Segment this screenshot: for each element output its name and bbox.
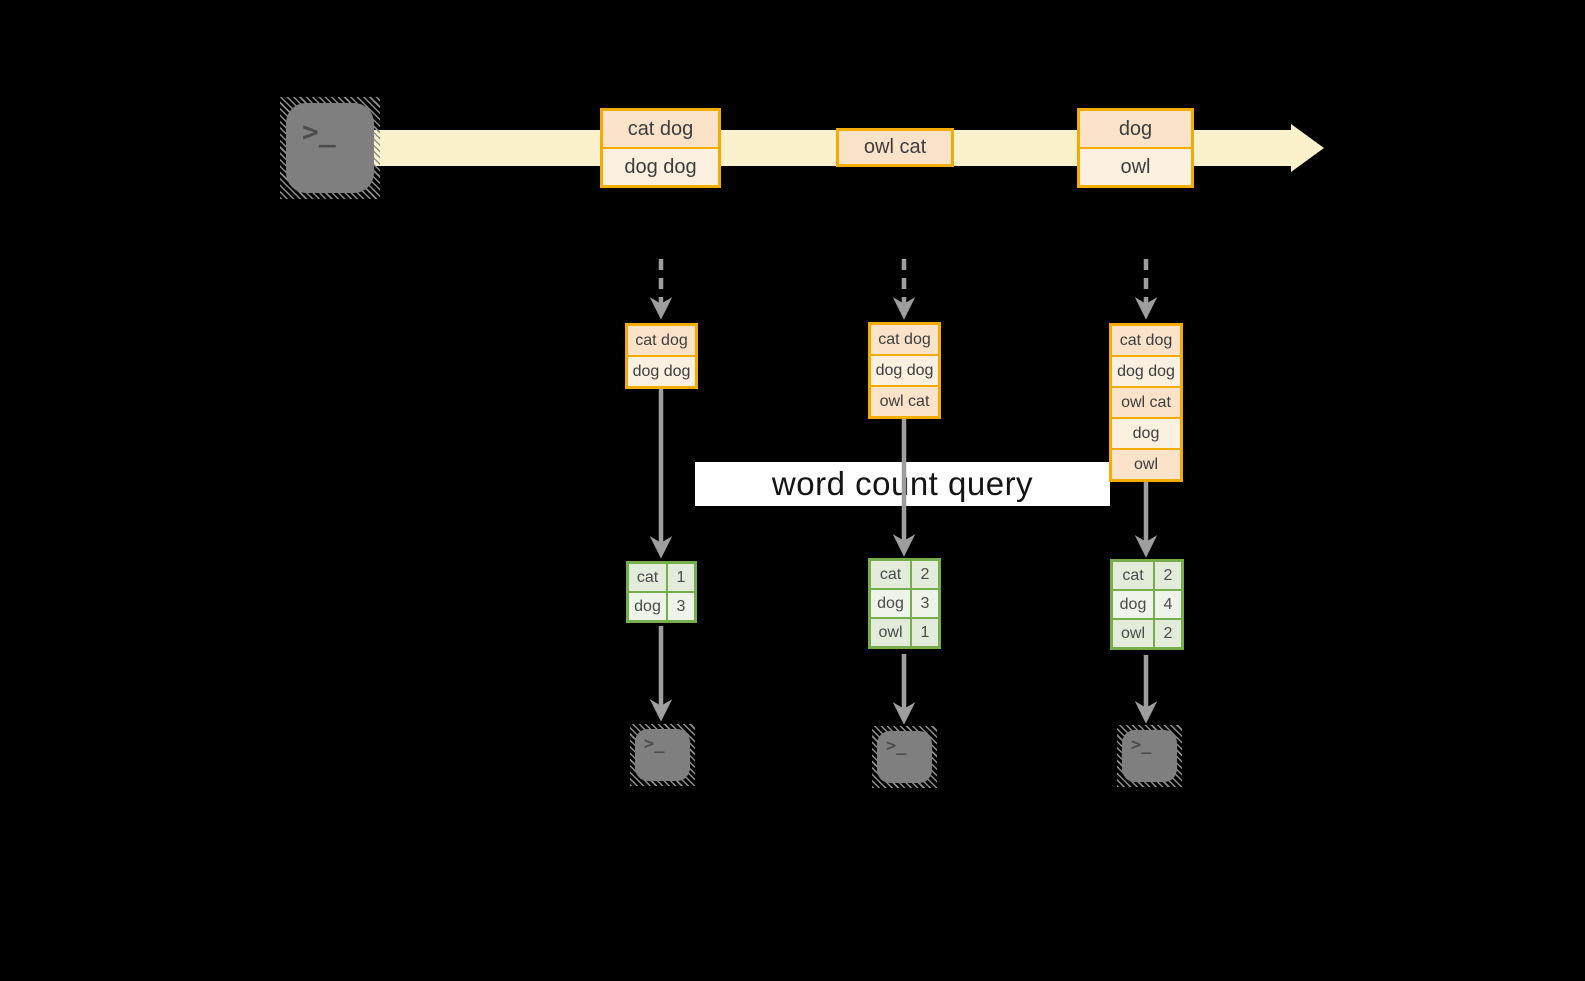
- word-cell: dog: [1113, 591, 1153, 618]
- stream-event-box-3: dog owl: [1077, 108, 1194, 188]
- output-terminal-icon-3: >_: [1117, 725, 1182, 787]
- state-box-2: cat dog dog dog owl cat: [868, 322, 941, 419]
- stream-event-line: owl cat: [839, 131, 951, 164]
- state-box-3: cat dog dog dog owl cat dog owl: [1109, 323, 1183, 482]
- terminal-prompt-icon: >_: [886, 736, 907, 756]
- state-line: dog dog: [628, 355, 695, 386]
- word-cell: dog: [629, 593, 666, 620]
- count-cell: 3: [668, 593, 694, 620]
- state-line: cat dog: [628, 326, 695, 355]
- word-cell: cat: [629, 564, 666, 591]
- terminal-face: >_: [286, 103, 374, 193]
- stream-event-line: dog: [1080, 111, 1191, 147]
- word-cell: dog: [871, 590, 910, 617]
- terminal-prompt-icon: >_: [644, 734, 665, 754]
- output-terminal-icon-1: >_: [630, 724, 695, 786]
- count-cell: 2: [912, 561, 938, 588]
- terminal-prompt-icon: >_: [302, 115, 336, 148]
- state-line: dog dog: [871, 354, 938, 385]
- word-count-table-2: cat 2 dog 3 owl 1: [868, 558, 941, 649]
- state-box-1: cat dog dog dog: [625, 323, 698, 389]
- count-cell: 3: [912, 590, 938, 617]
- word-count-table-1: cat 1 dog 3: [626, 561, 697, 623]
- terminal-face: >_: [1122, 730, 1177, 782]
- stream-event-box-2: owl cat: [836, 128, 954, 167]
- stream-arrowhead-icon: [1291, 124, 1324, 172]
- state-line: owl: [1112, 448, 1180, 479]
- state-line: cat dog: [871, 325, 938, 354]
- count-cell: 2: [1155, 620, 1181, 647]
- state-line: dog: [1112, 417, 1180, 448]
- count-cell: 4: [1155, 591, 1181, 618]
- word-cell: cat: [1113, 562, 1153, 589]
- word-cell: owl: [1113, 620, 1153, 647]
- state-line: owl cat: [871, 385, 938, 416]
- output-terminal-icon-2: >_: [872, 726, 937, 788]
- stream-event-line: owl: [1080, 147, 1191, 185]
- word-cell: owl: [871, 619, 910, 646]
- terminal-face: >_: [877, 731, 932, 783]
- state-line: owl cat: [1112, 386, 1180, 417]
- terminal-prompt-icon: >_: [1131, 735, 1152, 755]
- count-cell: 2: [1155, 562, 1181, 589]
- state-line: cat dog: [1112, 326, 1180, 355]
- word-cell: cat: [871, 561, 910, 588]
- state-line: dog dog: [1112, 355, 1180, 386]
- word-count-table-3: cat 2 dog 4 owl 2: [1110, 559, 1184, 650]
- source-terminal-icon: >_: [280, 97, 380, 199]
- stream-event-line: cat dog: [603, 111, 718, 147]
- stream-event-line: dog dog: [603, 147, 718, 185]
- stream-event-box-1: cat dog dog dog: [600, 108, 721, 188]
- count-cell: 1: [668, 564, 694, 591]
- terminal-face: >_: [635, 729, 690, 781]
- count-cell: 1: [912, 619, 938, 646]
